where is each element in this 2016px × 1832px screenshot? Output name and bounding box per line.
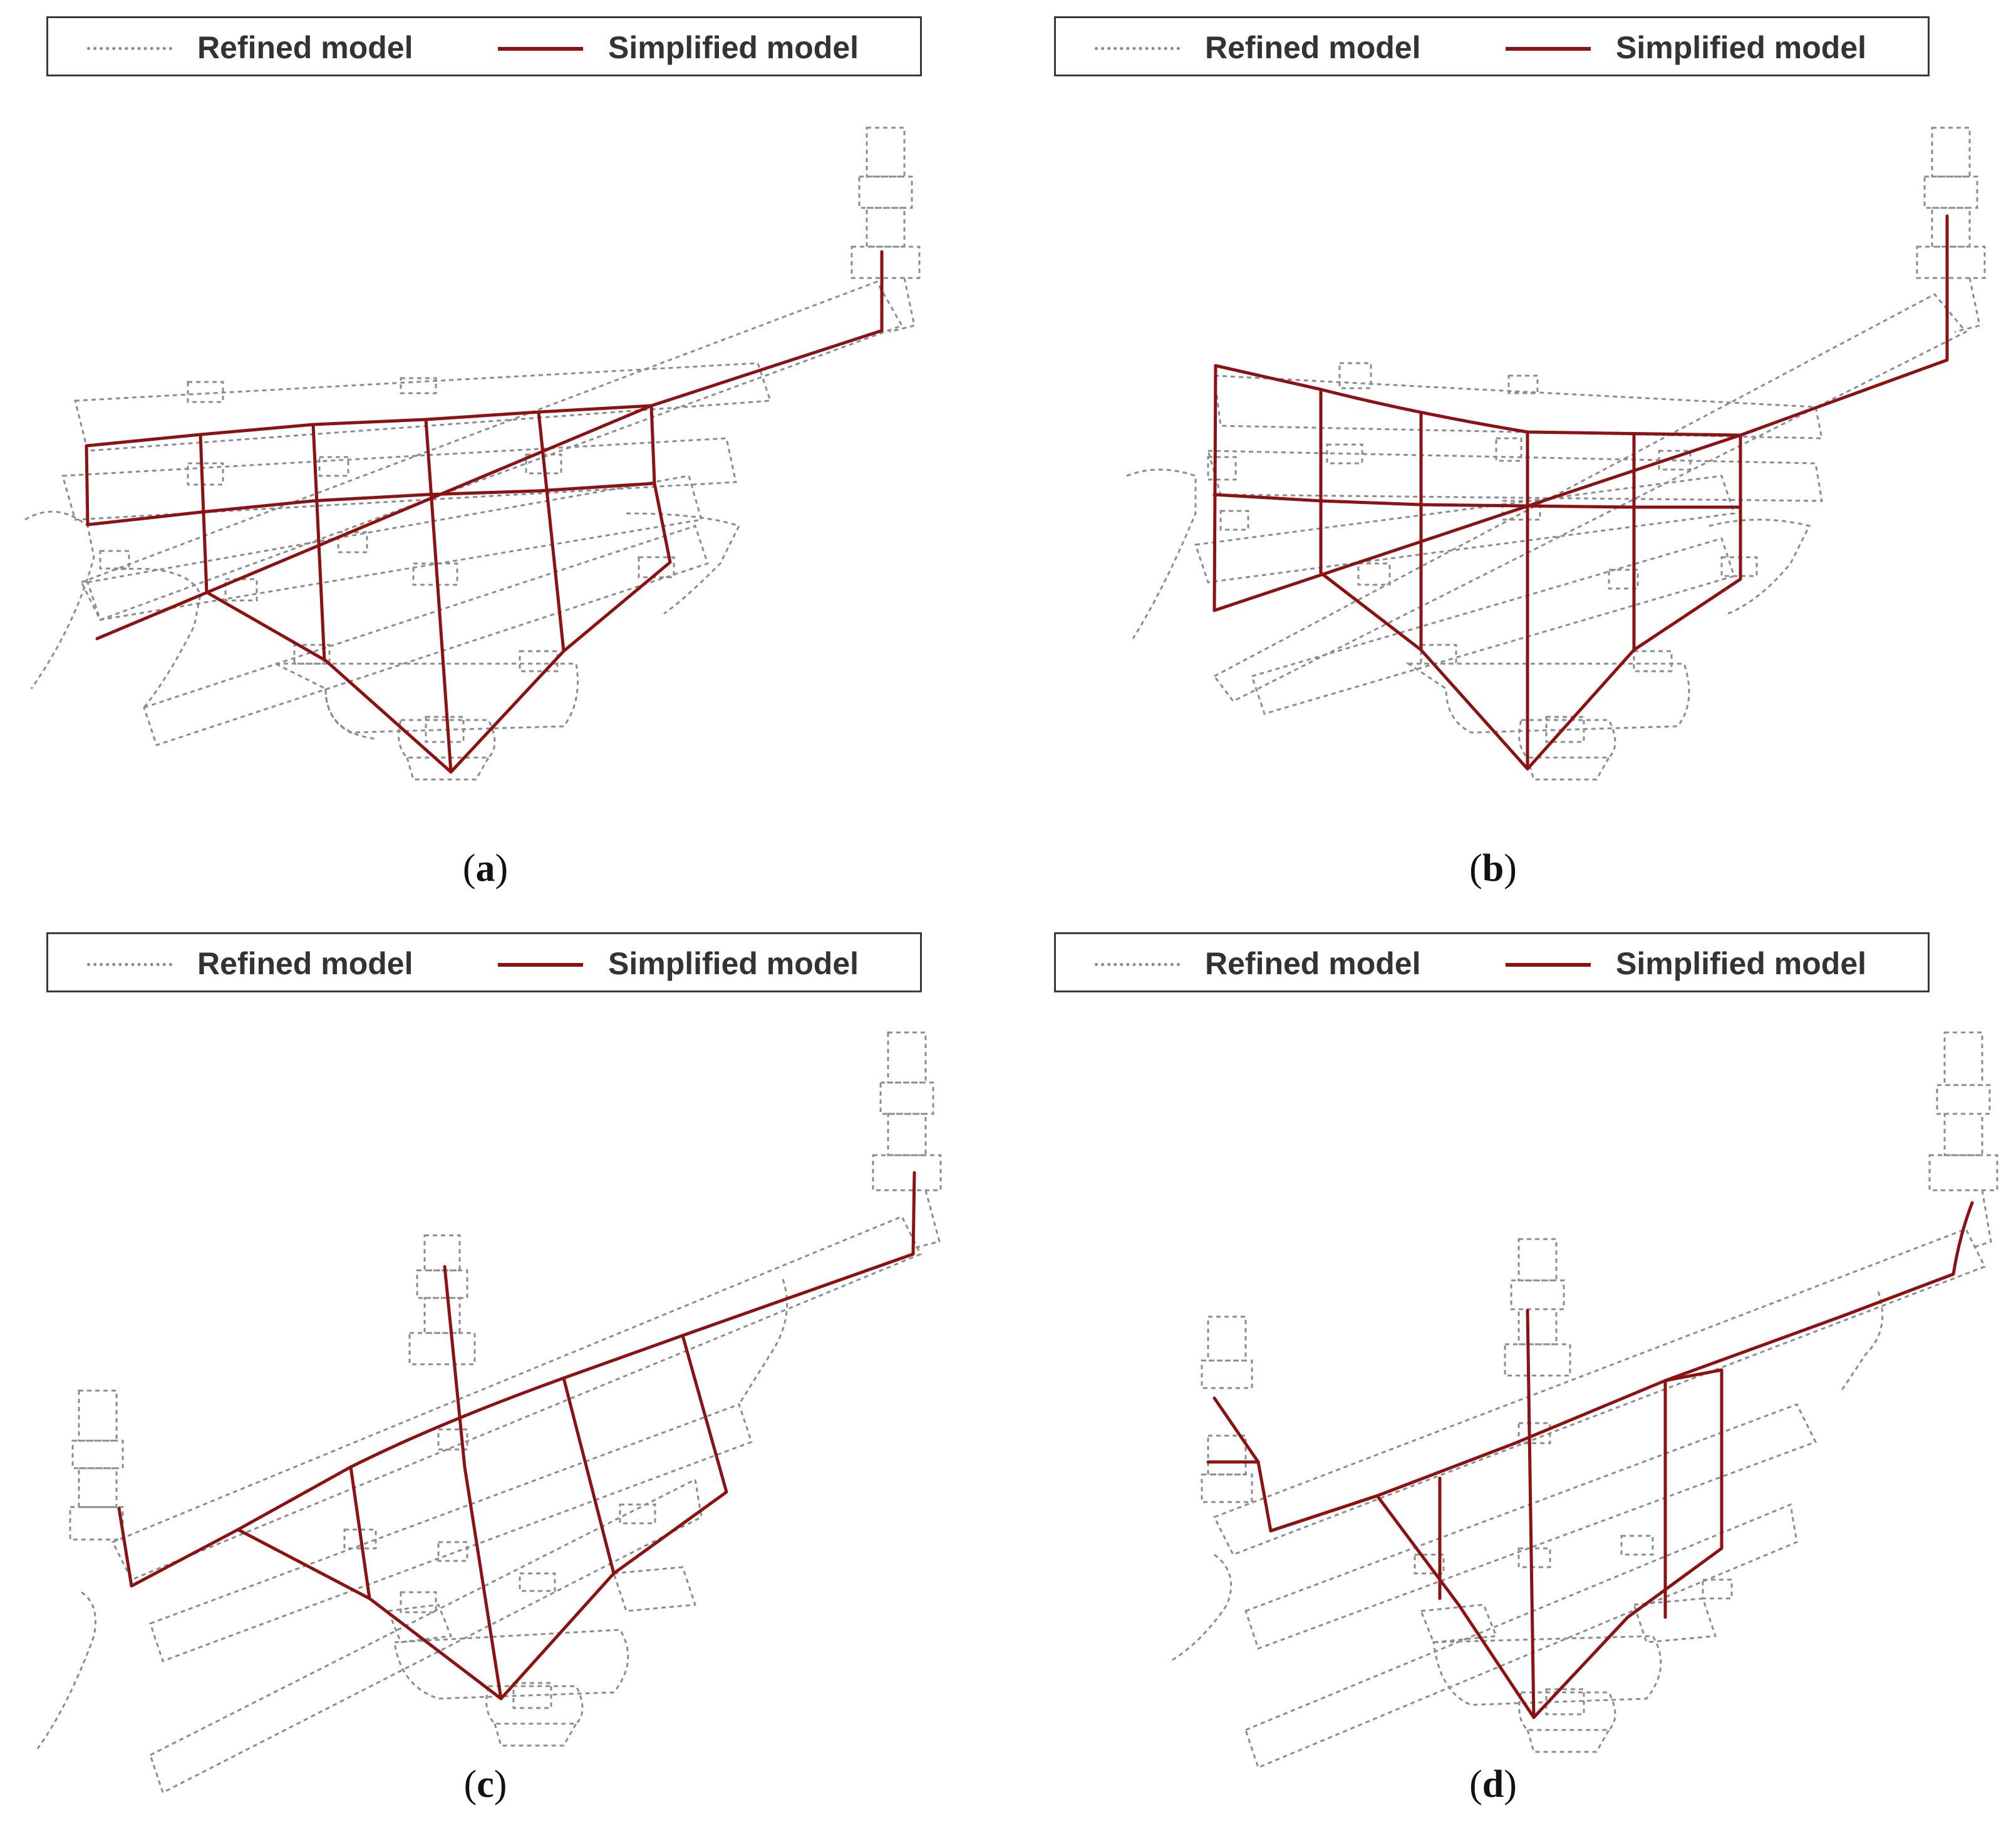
panel-c: Refined model Simplified model [0, 916, 1008, 1832]
panel-caption: (d) [1469, 1763, 1517, 1806]
simplified-line-sample [498, 963, 583, 967]
panel-letter: b [1482, 847, 1504, 890]
panel-caption: (a) [462, 847, 509, 890]
refined-line-sample [87, 47, 172, 50]
simplified-model [1206, 1201, 1974, 1719]
refined-model [1126, 126, 1986, 781]
simplified-line-sample [1506, 47, 1591, 51]
simplified-model [117, 1171, 916, 1701]
simplified-model-label: Simplified model [608, 30, 859, 65]
legend: Refined model Simplified model [1054, 932, 1930, 992]
panel-letter: c [477, 1763, 494, 1806]
panel-a: Refined model Simplified model [0, 0, 1008, 916]
diagram-a [24, 126, 921, 781]
refined-model [36, 1031, 942, 1794]
refined-line-sample [1095, 47, 1180, 50]
simplified-model-label: Simplified model [1616, 30, 1867, 65]
refined-model [1170, 1031, 1998, 1769]
diagram-c [36, 1031, 942, 1794]
panel-caption: (b) [1469, 847, 1517, 890]
legend: Refined model Simplified model [1054, 16, 1930, 76]
simplified-line-sample [498, 47, 583, 51]
simplified-model [85, 250, 884, 774]
simplified-model-label: Simplified model [1616, 946, 1867, 981]
legend: Refined model Simplified model [46, 16, 922, 76]
panel-letter: a [475, 847, 495, 890]
diagram-d [1170, 1031, 1998, 1769]
refined-model-label: Refined model [197, 30, 413, 65]
panel-d: Refined model Simplified model [1008, 916, 2015, 1832]
legend: Refined model Simplified model [46, 932, 922, 992]
refined-model-label: Refined model [197, 946, 413, 981]
simplified-model [1212, 214, 1949, 771]
refined-model-label: Refined model [1205, 946, 1421, 981]
refined-line-sample [1095, 963, 1180, 966]
refined-model [24, 126, 921, 781]
simplified-line-sample [1506, 963, 1591, 967]
panel-b: Refined model Simplified model [1008, 0, 2015, 916]
panel-letter: d [1482, 1763, 1504, 1806]
refined-line-sample [87, 963, 172, 966]
simplified-model-label: Simplified model [608, 946, 859, 981]
panel-caption: (c) [463, 1763, 507, 1806]
refined-model-label: Refined model [1205, 30, 1421, 65]
diagram-b [1126, 126, 1986, 781]
